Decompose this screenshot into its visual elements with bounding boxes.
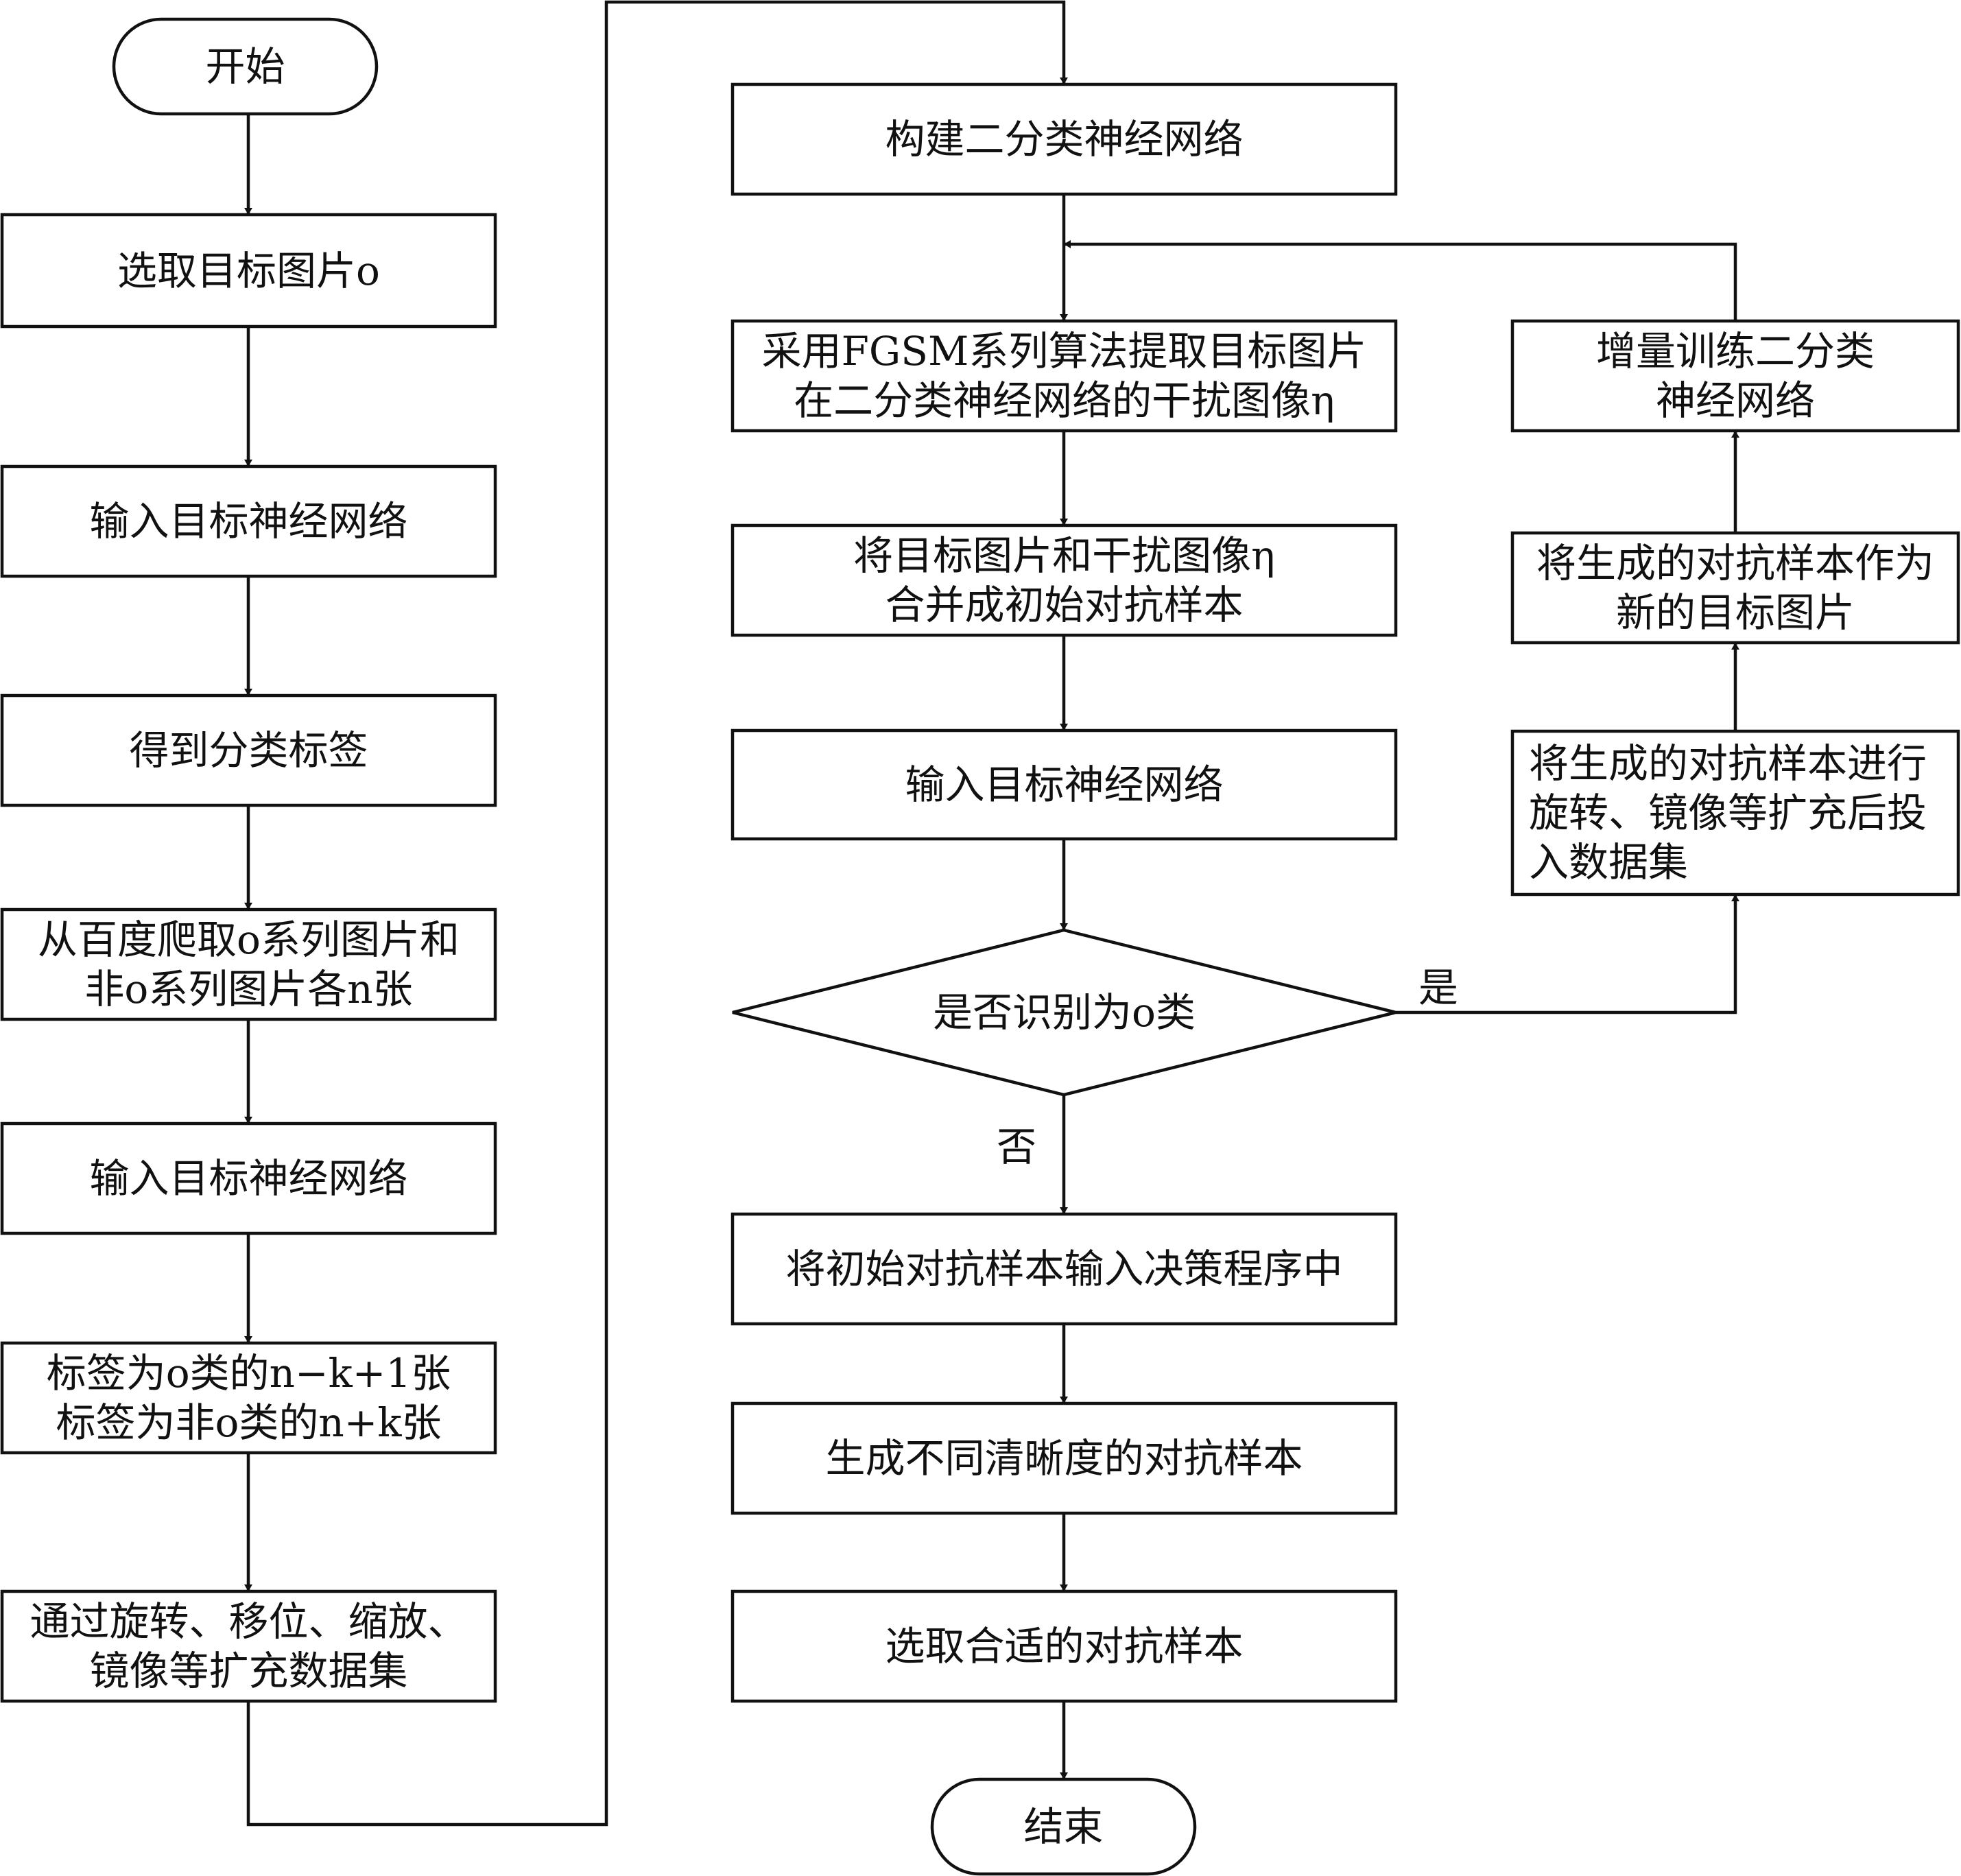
new-target-label: 将生成的对抗样本作为 新的目标图片 [1536,540,1934,636]
decision-label: 是否识别为o类 [933,989,1196,1036]
start-terminal [112,17,379,116]
start-label: 开始 [205,43,285,90]
edge-incremental-loop [1064,240,1737,321]
augment-label: 通过旋转、移位、缩放、 镜像等扩充数据集 [29,1598,468,1694]
end-label: 结束 [1023,1803,1104,1850]
gen-clarity-box [730,1401,1398,1515]
edge-label-no: 否 [997,1124,1037,1170]
input-net-2-label: 输入目标神经网络 [89,1155,408,1202]
label-counts-label: 标签为o类的n−k+1张 标签为非o类的n+k张 [46,1350,451,1446]
build-binary-box [730,82,1398,196]
edge-decision-yes [1396,894,1739,1014]
decision-program-box [730,1212,1398,1326]
input-net-3-label: 输入目标神经网络 [905,761,1224,808]
select-image-label: 选取目标图片o [117,247,380,294]
select-adv-box [730,1589,1398,1703]
crawl-label: 从百度爬取o系列图片和 非o系列图片各n张 [38,916,460,1012]
get-labels-box [0,693,497,807]
build-binary-label: 构建二分类神经网络 [885,116,1244,163]
gen-clarity-label: 生成不同清晰度的对抗样本 [825,1435,1303,1482]
fgsm-label: 采用FGSM系列算法提取目标图片 在二分类神经网络的干扰图像η [761,328,1367,424]
rotate-mirror-box [1510,729,1960,897]
fgsm-box [730,319,1398,433]
augment-box [0,1589,497,1703]
edge-label-yes: 是 [1418,964,1459,1011]
get-labels-label: 得到分类标签 [129,727,368,774]
edge-augment-build [246,0,1068,1827]
select-adv-label: 选取合适的对抗样本 [885,1623,1244,1670]
merge-label: 将目标图片和干扰图像η 合并成初始对抗样本 [853,532,1275,628]
select-image-box [0,213,497,329]
incremental-label: 增量训练二分类 神经网络 [1595,328,1875,424]
decision-program-label: 将初始对抗样本输入决策程序中 [785,1246,1343,1292]
input-net-1-label: 输入目标神经网络 [89,498,408,545]
rotate-mirror-label: 将生成的对抗样本进行 旋转、镜像等扩充后投 入数据集 [1529,740,1927,886]
